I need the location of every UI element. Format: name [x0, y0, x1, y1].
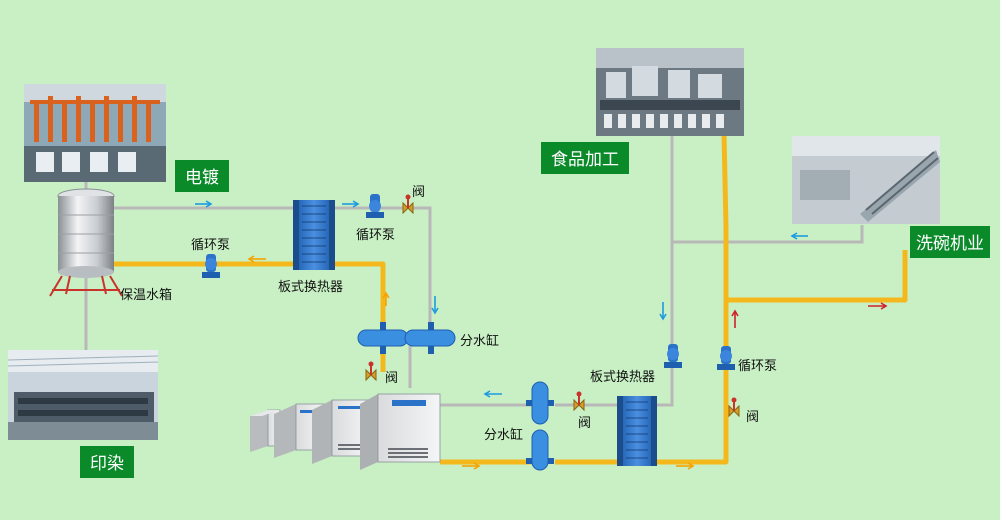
arrow-blue-left-2 — [790, 232, 808, 240]
circulation-pump-center — [664, 344, 682, 368]
tag-dishwasher-industry: 洗碗机业 — [910, 226, 990, 258]
cold-pipes — [84, 133, 864, 407]
label-plate-hx-right: 板式换热器 — [590, 369, 656, 384]
flow-arrows — [195, 200, 888, 470]
tag-printing-dyeing: 印染 — [80, 446, 134, 478]
arrow-red-up — [731, 309, 739, 328]
label-valve-mid: 阀 — [385, 370, 399, 385]
circulation-pump-left — [202, 254, 220, 278]
arrow-orange-left — [247, 255, 266, 263]
plate-heat-exchanger-right — [617, 396, 657, 466]
arrow-blue-left — [483, 390, 502, 398]
label-pump-left: 循环泵 — [191, 237, 231, 252]
insulated-water-tank — [49, 188, 123, 297]
label-manifold-bottom: 分水缸 — [484, 427, 524, 442]
valve-right — [728, 397, 740, 418]
arrow-blue-down-2 — [659, 302, 667, 321]
tag-food-processing: 食品加工 — [541, 142, 629, 174]
arrow-orange-right-2 — [676, 462, 695, 470]
arrow-blue-down — [431, 296, 439, 315]
arrow-red-right — [868, 302, 888, 310]
dishwasher-photo — [792, 136, 940, 224]
heat-pump-unit-4 — [360, 393, 441, 470]
water-manifold-lower — [526, 381, 554, 471]
label-manifold-left: 分水缸 — [460, 333, 500, 348]
circulation-pump-right — [717, 346, 735, 370]
electroplating-photo — [24, 84, 166, 182]
water-manifold-upper — [357, 322, 456, 354]
food-processing-photo — [596, 48, 744, 136]
label-valve-top: 阀 — [412, 184, 426, 199]
arrow-orange-right — [462, 462, 481, 470]
printing-dyeing-photo — [7, 350, 159, 440]
arrow-blue-right-2 — [342, 200, 360, 208]
label-valve-right: 阀 — [746, 409, 760, 424]
tag-electroplating: 电镀 — [175, 160, 229, 192]
label-pump-right: 循环泵 — [738, 358, 778, 373]
valve-bottom — [573, 391, 585, 412]
hot-pipes — [114, 132, 908, 465]
label-valve-bottom: 阀 — [578, 415, 592, 430]
label-insulated-tank: 保温水箱 — [120, 287, 173, 302]
arrow-orange-up — [382, 291, 390, 306]
arrow-blue-right — [195, 200, 213, 208]
circulation-pump-top — [366, 194, 384, 218]
label-plate-hx-left: 板式换热器 — [278, 279, 344, 294]
valve-top — [402, 194, 414, 215]
label-pump-top: 循环泵 — [356, 227, 396, 242]
plate-heat-exchanger-left — [293, 200, 335, 270]
valve-mid — [365, 361, 377, 382]
heat-pump-units — [250, 393, 441, 470]
